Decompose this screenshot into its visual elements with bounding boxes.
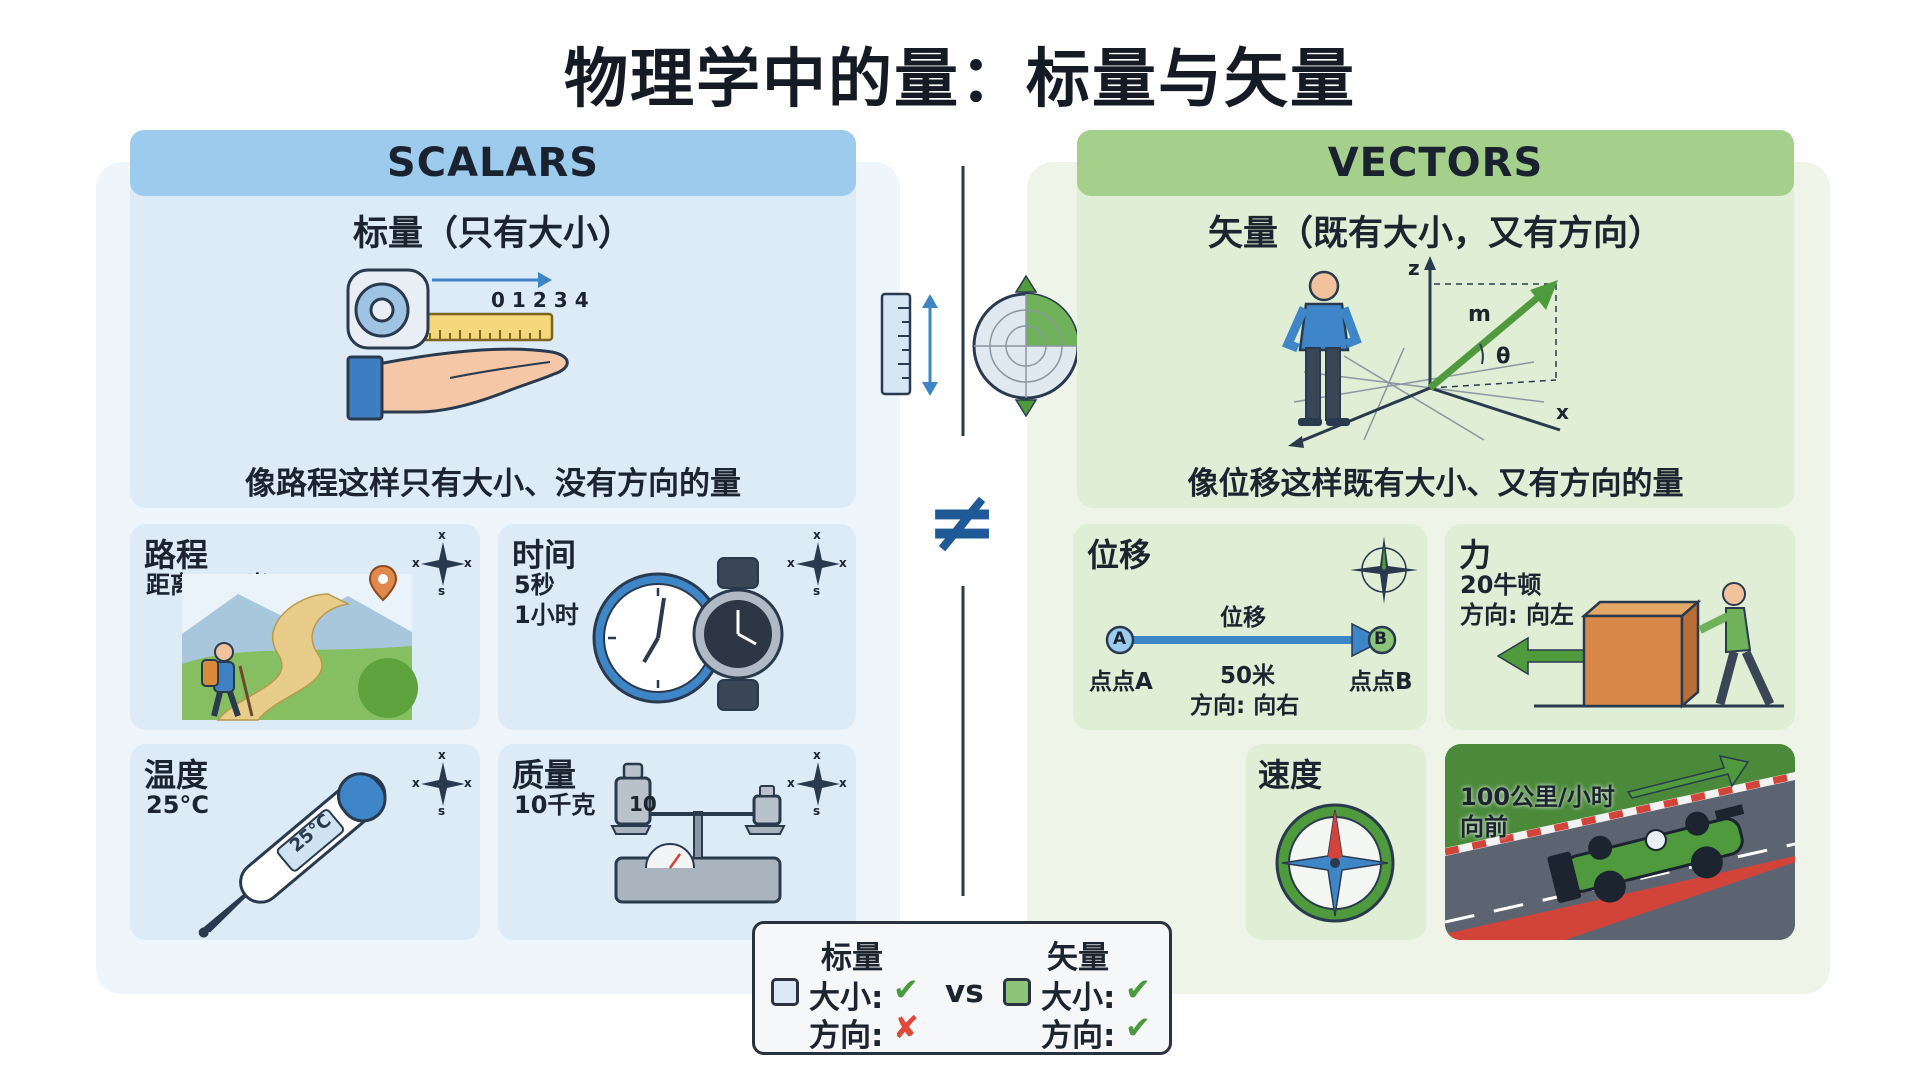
force-direction: 方向: 向左: [1460, 601, 1574, 629]
compass-label-bottom: s: [438, 584, 446, 598]
clock-watch-icon: [592, 557, 784, 711]
compass-star-icon: [421, 762, 465, 806]
check-icon: ✔: [1125, 972, 1151, 1008]
legend-scalar-swatch: [771, 978, 799, 1006]
compass-label-top: x: [813, 528, 821, 542]
check-icon: ✔: [893, 972, 919, 1008]
mass-value: 10千克: [514, 791, 596, 819]
point-a-label: 点点A: [1089, 669, 1153, 695]
legend-vector-magnitude: 大小:: [1041, 980, 1116, 1016]
ruler-tick-1: 1: [511, 288, 533, 312]
compass-label-top: x: [438, 528, 446, 542]
coordinate-person-illustration: [1281, 256, 1561, 448]
landscape-hiker-illustration: [182, 564, 418, 721]
tape-measure-hand-illustration: [346, 268, 569, 421]
scalars-header: SCALARS: [130, 130, 856, 196]
thermometer-icon: [198, 772, 387, 938]
axis-z-label: z: [1408, 256, 1420, 280]
legend-vs: vs: [945, 974, 984, 1010]
vectors-description: 像位移这样既有大小、又有方向的量: [1187, 466, 1684, 502]
compass-label-bottom: s: [813, 804, 821, 818]
cross-icon: ✘: [893, 1010, 919, 1046]
compass-star-icon: [421, 542, 465, 586]
mass-title: 质量: [512, 756, 577, 794]
not-equal-sign: ≠: [926, 472, 999, 572]
compass-label-left: x: [412, 556, 420, 570]
legend-scalar-title: 标量: [821, 940, 883, 976]
compass-star-icon: [796, 762, 840, 806]
time-title: 时间: [512, 536, 577, 574]
compass-label-bottom: s: [813, 584, 821, 598]
compass-rose-icon: [1350, 536, 1418, 604]
temperature-title: 温度: [144, 756, 209, 794]
scalars-description: 像路程这样只有大小、没有方向的量: [245, 466, 741, 502]
point-a-marker: A: [1113, 629, 1127, 649]
mass-card: [498, 744, 856, 940]
car-speed: 100公里/小时: [1460, 783, 1615, 811]
vectors-subtitle: 矢量（既有大小，又有方向）: [1207, 214, 1663, 254]
point-b-marker: B: [1374, 629, 1387, 649]
force-magnitude: 20牛顿: [1460, 571, 1542, 599]
time-value-seconds: 5秒: [514, 571, 555, 599]
force-title: 力: [1459, 536, 1492, 574]
weight-label: 10: [629, 792, 657, 816]
point-b-label: 点点B: [1349, 669, 1413, 695]
legend-vector-title: 矢量: [1047, 940, 1109, 976]
legend-scalar-magnitude: 大小:: [809, 980, 884, 1016]
displacement-magnitude: 50米: [1220, 663, 1276, 689]
balance-scale-icon: [610, 762, 786, 904]
ruler-tick-4: 4: [574, 288, 596, 312]
compass-label-left: x: [787, 776, 795, 790]
legend-vector-direction: 方向:: [1041, 1018, 1116, 1054]
compass-label-bottom: s: [438, 804, 446, 818]
ruler-tick-0: 0: [491, 288, 512, 312]
box-push-illustration: [1496, 582, 1784, 709]
ruler-tick-labels: 01234: [491, 288, 611, 312]
axis-x-label: x: [1556, 400, 1569, 424]
compass-label-right: x: [464, 556, 472, 570]
check-icon: ✔: [1125, 1010, 1151, 1046]
displacement-arrow-label: 位移: [1220, 605, 1266, 631]
displacement-title: 位移: [1087, 536, 1152, 574]
legend-box: 标量 矢量 大小: ✔ 方向: ✘ vs 大小: ✔ 方向: ✔: [752, 921, 1172, 1055]
theta-label: θ: [1496, 344, 1511, 368]
distance-title: 路程: [144, 536, 209, 574]
compass-label-right: x: [464, 776, 472, 790]
ruler-tick-2: 2: [532, 288, 554, 312]
car-direction: 向前: [1460, 813, 1508, 841]
temperature-value: 25°C: [146, 791, 210, 819]
forward-arrow: [1626, 754, 1750, 799]
displacement-direction: 方向: 向右: [1190, 693, 1300, 719]
compass-icon: [1275, 803, 1395, 923]
velocity-title: 速度: [1258, 756, 1323, 794]
compass-star-icon: [796, 542, 840, 586]
compass-label-top: x: [438, 748, 446, 762]
page-title: 物理学中的量：标量与矢量: [564, 43, 1356, 117]
compass-label-right: x: [839, 776, 847, 790]
vectors-header: VECTORS: [1077, 130, 1794, 196]
displacement-arrow: [1105, 622, 1397, 658]
scalars-subtitle: 标量（只有大小）: [352, 214, 633, 254]
displacement-card: [1073, 524, 1427, 730]
vector-m-label: m: [1468, 302, 1491, 327]
legend-scalar-direction: 方向:: [809, 1018, 884, 1054]
ruler-tick-3: 3: [553, 288, 575, 312]
compass-label-left: x: [412, 776, 420, 790]
compass-label-left: x: [787, 556, 795, 570]
legend-vector-swatch: [1003, 978, 1031, 1006]
compass-label-top: x: [813, 748, 821, 762]
time-value-hour: 1小时: [514, 601, 579, 629]
compass-label-right: x: [839, 556, 847, 570]
